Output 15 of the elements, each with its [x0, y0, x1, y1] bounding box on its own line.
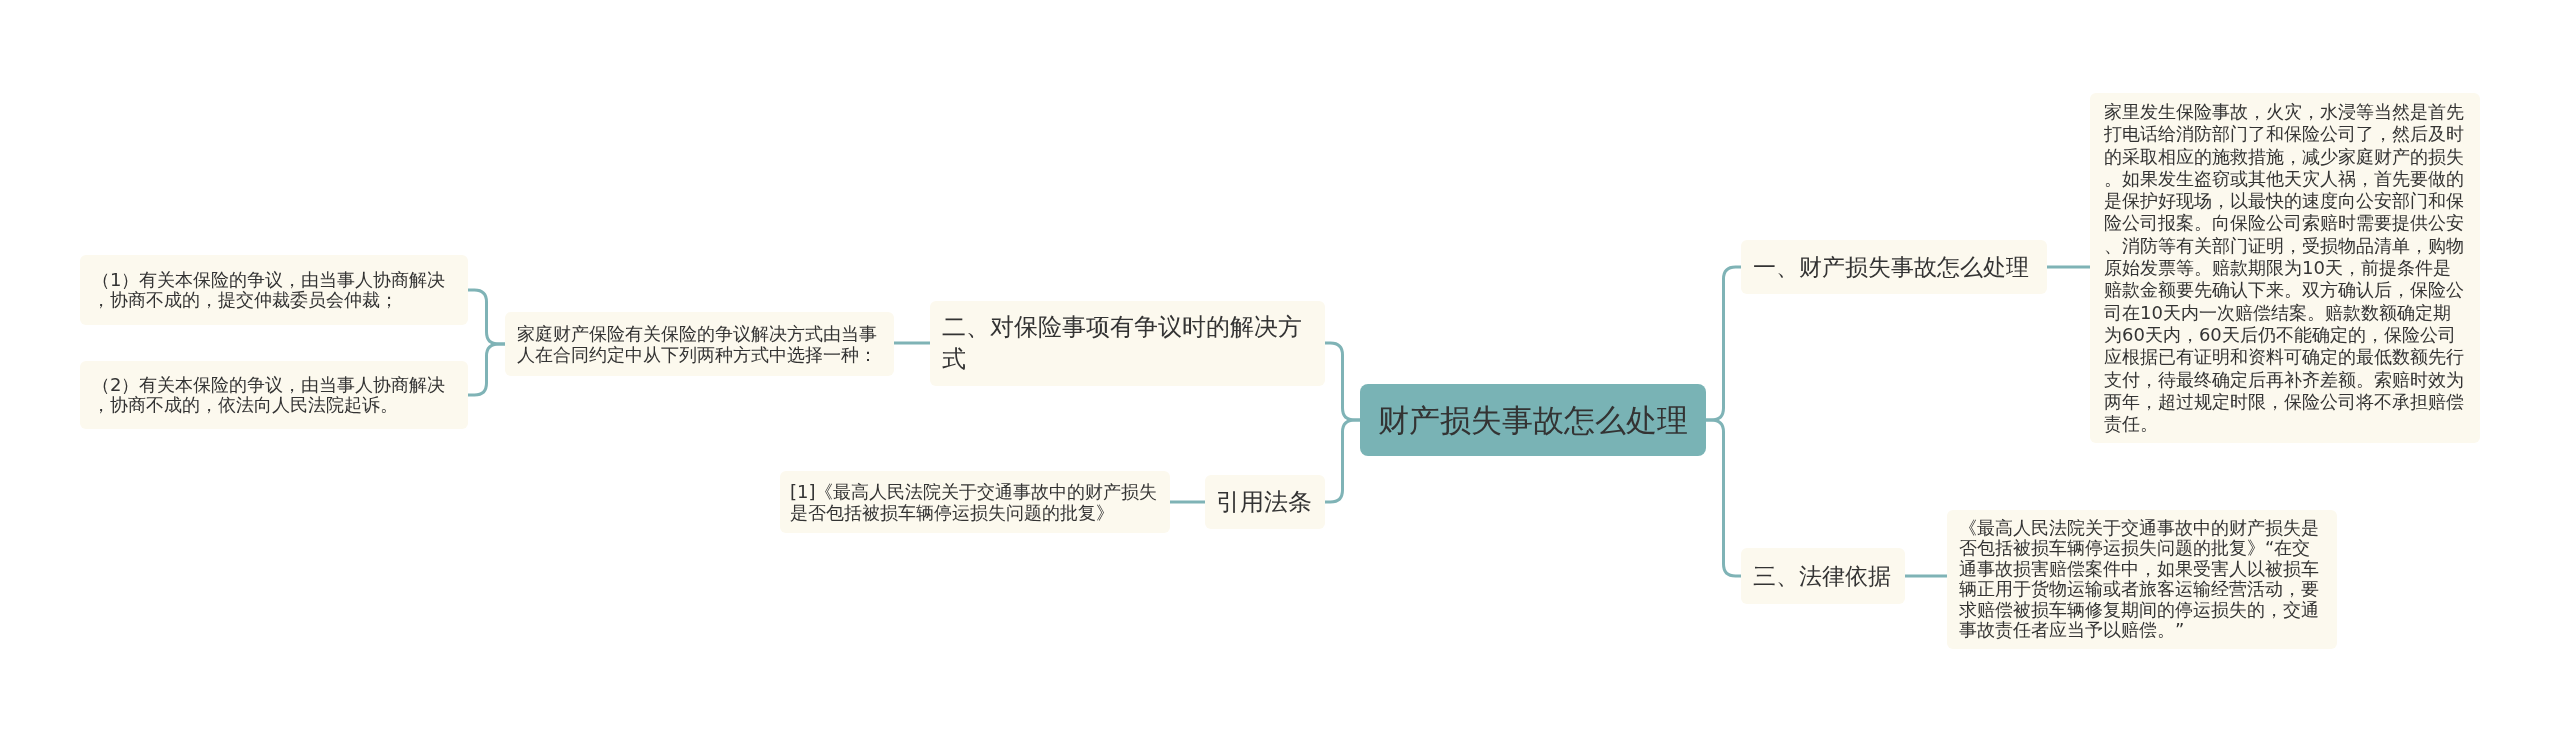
note-box: （1）有关本保险的争议，由当事人协商解决，协商不成的，提交仲裁委员会仲裁；: [80, 255, 468, 325]
note-box: 家庭财产保险有关保险的争议解决方式由当事人在合同约定中从下列两种方式中选择一种：: [505, 312, 894, 376]
branch-topic: 一、财产损失事故怎么处理: [1741, 240, 2047, 294]
central-topic: 财产损失事故怎么处理: [1360, 384, 1706, 456]
branch-topic: 二、对保险事项有争议时的解决方式: [930, 300, 1325, 386]
connector-line: [1170, 500, 1205, 504]
note-box: 《最高人民法院关于交通事故中的财产损失是否包括被损车辆停运损失问题的批复》“在交通事故损害赔偿案件中，如果受害人以被损车辆正用于货物运输或者旅客运输经营活动，要求赔偿被损车辆修复期间的停运损失的，交通事故责任者应当予以赔偿。”: [1947, 509, 2337, 649]
note-box: 家里发生保险事故，火灾，水浸等当然是首先打电话给消防部门了和保险公司了，然后及时的采取相应的施救措施，减少家庭财产的损失。如果发生盗窃或其他天灾人祸，首先要做的是保护好现场，以最快的速度向公安部门和保险公司报案。向保险公司索赔时需要提供公安、消防等有关部门证明，受损物品清单，购物原始发票等。赔款期限为10天，前提条件是赔款金额要先确认下来。双方确认后，保险公司在10天内一次赔偿结案。赔款数额确定期为60天内，60天后仍不能确定的，保险公司应根据已有证明和资料可确定的最低数额先行支付，待最终确定后再补齐差额。索赔时效为两年，超过规定时限，保险公司将不承担赔偿责任。: [2090, 93, 2480, 444]
connector-line: [1905, 574, 1947, 578]
note-box: （2）有关本保险的争议，由当事人协商解决，协商不成的，依法向人民法院起诉。: [80, 361, 468, 429]
connector-line: [894, 341, 930, 345]
branch-topic: 引用法条: [1205, 475, 1325, 529]
branch-topic: 三、法律依据: [1741, 548, 1905, 604]
note-box: [1]《最高人民法院关于交通事故中的财产损失是否包括被损车辆停运损失问题的批复》: [780, 471, 1170, 533]
connector-line: [2047, 265, 2090, 269]
